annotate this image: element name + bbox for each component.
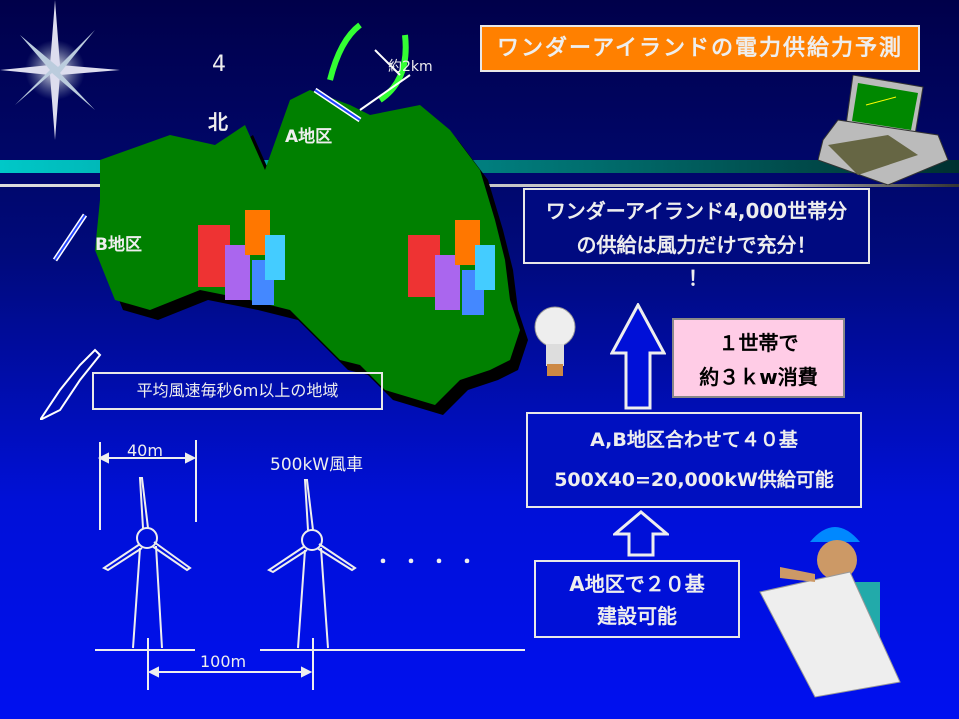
region-note: 平均風速毎秒6m以上の地域 bbox=[92, 372, 383, 410]
ellipsis: ・・・・ bbox=[374, 552, 486, 573]
up-arrow-large-icon bbox=[610, 303, 666, 410]
turbine-label: 500kW風車 bbox=[270, 455, 364, 475]
total-line-2: 500X40=20,000kW供給可能 bbox=[554, 469, 834, 491]
household-consumption-box: １世帯で 約３ｋw消費 bbox=[672, 318, 845, 398]
star-icon bbox=[0, 0, 120, 140]
area-a-line-2: 建設可能 bbox=[597, 604, 677, 628]
total-line-1: A,B地区合わせて４０基 bbox=[590, 429, 798, 451]
summary-line-2: の供給は風力だけで充分！ bbox=[576, 233, 817, 257]
total-supply-box: A,B地区合わせて４０基 500X40=20,000kW供給可能 bbox=[526, 412, 862, 508]
area-a-line-1: A地区で２０基 bbox=[569, 572, 705, 596]
rotor-width-label: 40m bbox=[127, 441, 163, 460]
lightbulb-icon bbox=[534, 306, 576, 376]
island-map bbox=[40, 22, 528, 420]
north-label: 北 bbox=[208, 110, 228, 134]
worker-with-blueprint-icon bbox=[759, 527, 901, 698]
area-b-label: B地区 bbox=[95, 235, 142, 255]
household-line-2: 約３ｋw消費 bbox=[699, 365, 818, 389]
summary-exclamation: ！ bbox=[688, 266, 708, 290]
slide-title: ワンダーアイランドの電力供給力予測 bbox=[480, 25, 920, 72]
area-a-capacity-box: A地区で２０基 建設可能 bbox=[534, 560, 740, 638]
area-a-label: A地区 bbox=[285, 127, 333, 147]
spacing-label: 100m bbox=[200, 652, 247, 671]
north-symbol: 4 bbox=[212, 52, 226, 77]
up-arrow-small-icon bbox=[613, 510, 669, 557]
distance-label: 約2km bbox=[388, 59, 433, 75]
wind-turbine-1 bbox=[102, 477, 192, 649]
buildings-icon bbox=[198, 210, 495, 315]
summary-line-1: ワンダーアイランド4,000世帯分 bbox=[545, 199, 848, 223]
wind-turbine-diagram bbox=[95, 440, 525, 690]
summary-box: ワンダーアイランド4,000世帯分 の供給は風力だけで充分！ bbox=[523, 188, 870, 264]
laptop-icon bbox=[818, 75, 949, 185]
household-line-1: １世帯で bbox=[718, 331, 799, 355]
wind-turbine-2 bbox=[267, 479, 357, 649]
